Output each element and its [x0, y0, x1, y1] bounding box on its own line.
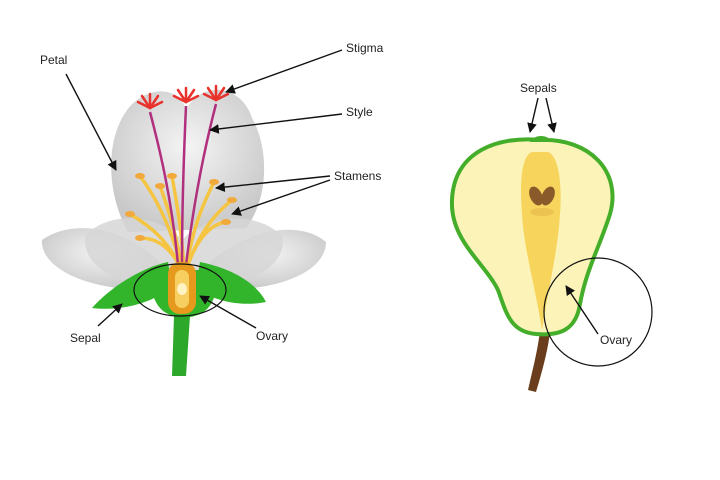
- flower-stem: [172, 316, 190, 376]
- flower-arrows: [65, 49, 343, 329]
- fruit-stem: [528, 330, 550, 392]
- stigmas: [136, 84, 230, 110]
- label-sepals: Sepals: [520, 81, 557, 95]
- fruit-ovary-highlight-circle: [543, 257, 653, 367]
- seed-left: [529, 186, 543, 206]
- label-flower-ovary: Ovary: [256, 329, 288, 343]
- label-stamens: Stamens: [334, 169, 381, 183]
- label-stigma: Stigma: [346, 41, 384, 55]
- petal-back: [111, 89, 265, 232]
- fruit-arrows: [527, 97, 599, 335]
- fruit-sepals: [530, 136, 552, 142]
- flower-illustration: [41, 84, 326, 376]
- label-sepal: Sepal: [70, 331, 101, 345]
- seed-right: [541, 186, 555, 206]
- label-fruit-ovary: Ovary: [600, 333, 632, 347]
- fruit-illustration: [449, 136, 653, 392]
- styles: [148, 103, 218, 266]
- ovary-highlight-ellipse: [133, 263, 227, 317]
- label-petal: Petal: [40, 53, 67, 67]
- label-style: Style: [346, 105, 373, 119]
